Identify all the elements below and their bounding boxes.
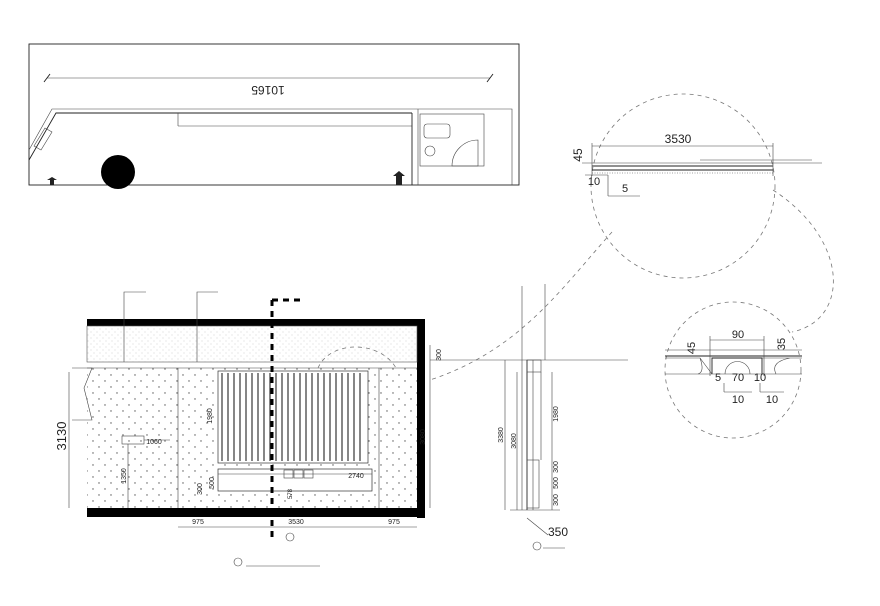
detail-bottom-right-height: 35	[776, 338, 788, 350]
counter-outlet-icon	[283, 469, 294, 479]
callout-leader	[429, 231, 613, 381]
sink-icon	[424, 145, 436, 157]
plan-wall	[28, 112, 412, 161]
elevation: 3130 300 3080 1980 1060 1350 2740 500 30…	[54, 291, 443, 567]
floor-plan: 10165	[28, 43, 520, 189]
elevation-tag-icon	[285, 532, 295, 542]
section: 3380 3080 1980 300 500 300 350	[430, 284, 628, 551]
section-base: 350	[548, 525, 568, 539]
detail-top-offset-b: 5	[622, 183, 628, 195]
detail-top-height: 45	[571, 148, 585, 162]
round-table-icon	[101, 155, 135, 189]
elevation-right-height: 3080	[420, 429, 427, 445]
elevation-counter-width: 2740	[348, 473, 364, 480]
elevation-panel-height: 1350	[121, 468, 128, 484]
elevation-title-tag-icon	[233, 557, 243, 567]
elevation-top-beam	[87, 319, 417, 326]
plan-sign-icon	[33, 127, 53, 151]
plan-border	[28, 43, 520, 186]
door-swing-icon	[451, 139, 479, 167]
detail-bottom-left-height: 45	[686, 342, 698, 354]
elevation-grille-height: 1980	[207, 408, 214, 424]
elevation-counter	[217, 468, 373, 492]
elevation-counter-height-c: 578	[288, 488, 294, 499]
detail-top: 3530 45 10 5	[571, 93, 822, 279]
detail-bottom-gap-right: 10	[754, 372, 766, 384]
elevation-bottom-center: 3530	[288, 519, 304, 526]
north-arrow-icon	[393, 171, 405, 185]
callout-leader-2	[772, 189, 834, 333]
entry-arrow-icon	[47, 177, 57, 185]
detail-bottom-label-right: 10	[766, 394, 778, 406]
section-dim-3380: 3380	[498, 427, 505, 443]
detail-top-circle	[590, 93, 776, 279]
section-ceiling-detail	[526, 359, 542, 373]
detail-bottom-label-left: 10	[732, 394, 744, 406]
detail-bottom-gap-left: 5	[715, 372, 721, 384]
detail-bottom-top-width: 90	[732, 329, 744, 341]
elevation-counter-height-b: 300	[197, 483, 204, 495]
detail-bottom-circle	[664, 301, 802, 439]
elevation-panel-width: 1060	[146, 439, 162, 446]
elevation-right-wall	[417, 319, 425, 518]
toilet-icon	[423, 123, 451, 139]
section-dim-1980: 1980	[553, 406, 560, 422]
plan-overall-width: 10165	[251, 83, 285, 97]
detail-bottom: 90 45 35 5 70 10 10 10	[664, 301, 802, 439]
detail-top-width: 3530	[665, 132, 692, 146]
section-dim-300-a: 300	[553, 461, 560, 473]
detail-top-offset-a: 10	[588, 176, 600, 188]
section-tag-icon	[532, 541, 542, 551]
section-dim-3080: 3080	[511, 433, 518, 449]
elevation-total-height: 3130	[54, 422, 69, 451]
elevation-floor-slab	[87, 508, 425, 517]
section-dim-300-b: 300	[553, 494, 560, 506]
elevation-bottom-right: 975	[388, 519, 400, 526]
elevation-ceiling-height: 300	[436, 349, 443, 361]
section-dim-500: 500	[553, 477, 560, 489]
section-counter	[526, 459, 540, 509]
elevation-bottom-left: 975	[192, 519, 204, 526]
elevation-grille	[217, 370, 369, 464]
detail-bottom-center: 70	[732, 372, 744, 384]
elevation-ceiling	[86, 325, 418, 363]
elevation-counter-height-a: 500	[209, 477, 216, 489]
